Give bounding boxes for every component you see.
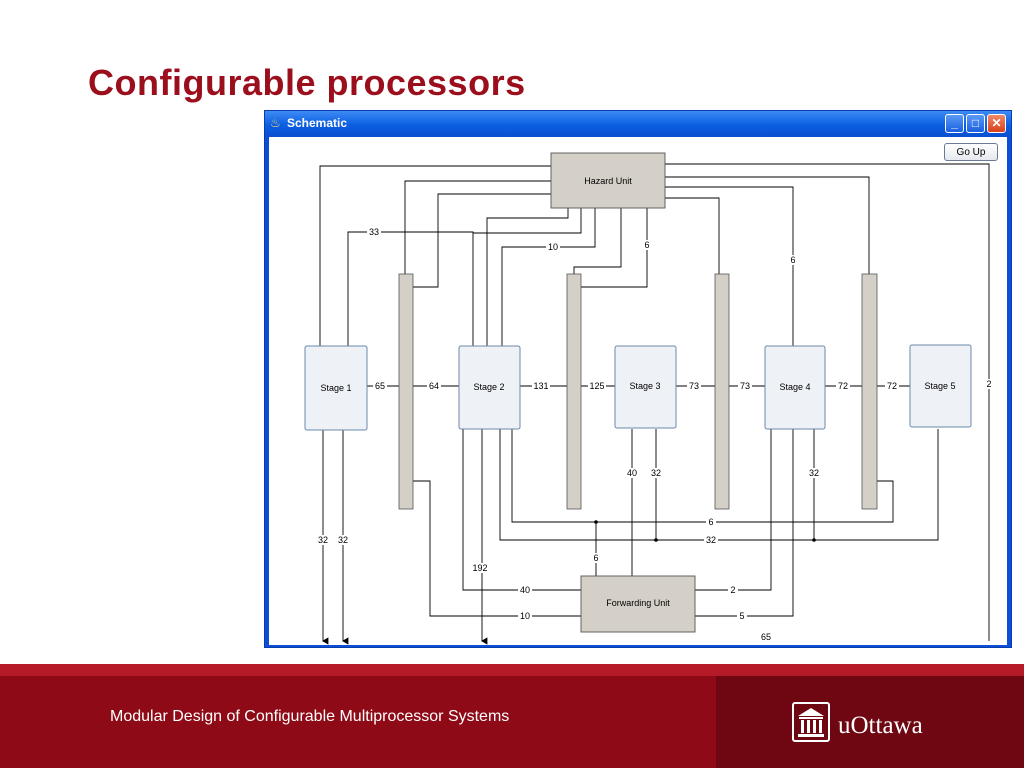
stage-5-block[interactable] <box>909 344 972 428</box>
wire-label: 10 <box>548 242 558 252</box>
close-icon: ✕ <box>991 116 1002 130</box>
wire-label: 125 <box>589 381 604 391</box>
schematic-canvas: Hazard Unit Forwarding Unit Stage 1 Stag… <box>269 137 1007 645</box>
pipeline-register-3 <box>714 273 730 510</box>
wire-label: 64 <box>429 381 439 391</box>
stage-1-block[interactable] <box>304 345 368 431</box>
wire-label: 10 <box>520 611 530 621</box>
wire-label: 32 <box>318 535 328 545</box>
wire-label: 65 <box>761 632 771 642</box>
go-up-button[interactable]: Go Up <box>944 143 998 161</box>
stage-1-label: Stage 1 <box>320 383 351 393</box>
hazard-unit-label: Hazard Unit <box>584 176 632 186</box>
junction-dots <box>594 520 816 542</box>
pipeline-register-4 <box>861 273 878 510</box>
uottawa-building-icon <box>792 702 830 742</box>
wire-width-labels: 33 10 6 6 65 64 131 125 73 73 <box>316 227 994 642</box>
wire-label: 73 <box>689 381 699 391</box>
uottawa-logo-text: uOttawa <box>838 712 923 739</box>
wire-label: 6 <box>593 553 598 563</box>
schematic-window: ♨ Schematic _ □ ✕ <box>264 110 1012 648</box>
pipeline-register-2 <box>566 273 582 510</box>
close-button[interactable]: ✕ <box>987 114 1006 133</box>
wire-label: 65 <box>375 381 385 391</box>
wire-label: 40 <box>520 585 530 595</box>
stage-3-label: Stage 3 <box>629 381 660 391</box>
forwarding-unit-block[interactable] <box>580 575 696 633</box>
wire-label: 33 <box>369 227 379 237</box>
wire-label: 73 <box>740 381 750 391</box>
forwarding-unit-label: Forwarding Unit <box>606 598 670 608</box>
maximize-button[interactable]: □ <box>966 114 985 133</box>
wire-label: 192 <box>472 563 487 573</box>
wire-label: 32 <box>651 468 661 478</box>
pipeline-register-1 <box>398 273 414 510</box>
wire-label: 32 <box>809 468 819 478</box>
footer-logo-panel <box>716 676 1024 768</box>
java-cup-icon: ♨ <box>270 116 281 130</box>
window-title: Schematic <box>287 116 348 130</box>
slide-title: Configurable processors <box>88 62 526 103</box>
stage-3-block[interactable] <box>614 345 677 429</box>
schematic-diagram: Hazard Unit Forwarding Unit Stage 1 Stag… <box>304 152 994 645</box>
hazard-unit-block[interactable] <box>550 152 666 209</box>
footer-caption: Modular Design of Configurable Multiproc… <box>110 708 510 725</box>
wire-label: 72 <box>887 381 897 391</box>
wire-label: 6 <box>708 517 713 527</box>
stage-2-label: Stage 2 <box>473 382 504 392</box>
stage-2-block[interactable] <box>458 345 521 430</box>
maximize-icon: □ <box>971 116 980 130</box>
wire-label: 40 <box>627 468 637 478</box>
wire-label: 2 <box>986 379 991 389</box>
stage-4-block[interactable] <box>764 345 826 430</box>
stage-5-label: Stage 5 <box>924 381 955 391</box>
wire-label: 2 <box>730 585 735 595</box>
minimize-icon: _ <box>951 116 958 130</box>
window-titlebar[interactable]: ♨ Schematic _ □ ✕ <box>265 111 1011 137</box>
wire-label: 72 <box>838 381 848 391</box>
wire-label: 5 <box>739 611 744 621</box>
stage-4-label: Stage 4 <box>779 382 810 392</box>
footer-stripe <box>0 664 1024 676</box>
wire-label: 131 <box>533 381 548 391</box>
wire-label: 32 <box>706 535 716 545</box>
wires <box>319 163 990 645</box>
wire-label: 6 <box>790 255 795 265</box>
wire-label: 6 <box>644 240 649 250</box>
minimize-button[interactable]: _ <box>945 114 964 133</box>
wire-label: 32 <box>338 535 348 545</box>
